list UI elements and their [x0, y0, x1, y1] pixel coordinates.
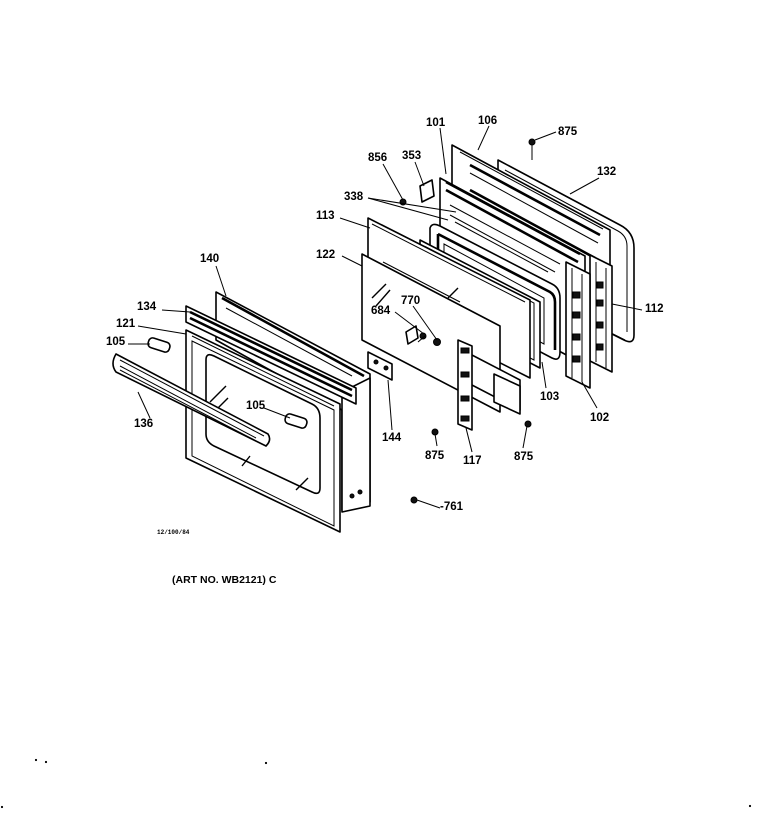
callout-353: 353: [402, 150, 421, 162]
callout-102: 102: [590, 412, 609, 424]
art-number: (ART NO. WB2121) C: [172, 574, 277, 586]
part-117-hinge: [457, 339, 473, 431]
callout-132: 132: [597, 166, 616, 178]
callout-112: 112: [645, 303, 664, 315]
part-136-handle: [112, 353, 271, 447]
callout-684: 684: [371, 305, 391, 317]
callout-106: 106: [478, 115, 497, 127]
callout-134: 134: [137, 301, 157, 313]
part-105-end-caps: [147, 337, 308, 429]
part-112-side-rail: [589, 254, 613, 373]
callout-144: 144: [382, 432, 402, 444]
callout-117: 117: [463, 455, 482, 467]
callout-101: 101: [426, 117, 446, 129]
callout-856: 856: [368, 152, 387, 164]
callout-875-top: 875: [558, 126, 578, 138]
part-134-trim: [185, 305, 357, 405]
callout-113: 113: [316, 210, 335, 222]
callout-labels: 101 106 875 856 353 132 338 113 122 140 …: [106, 115, 664, 513]
callout-875-bottom-left: 875: [425, 450, 445, 462]
callout-105-left: 105: [106, 336, 126, 348]
part-144-bracket: [367, 351, 393, 381]
callout-122: 122: [316, 249, 335, 261]
baffle-plate: [469, 353, 521, 415]
drawing-code: 12/100/84: [157, 529, 190, 536]
scan-specks: [0, 758, 752, 809]
part-102-side-rail: [565, 261, 591, 389]
callout-121: 121: [116, 318, 136, 330]
callout-136: 136: [134, 418, 153, 430]
callout-875-bottom-right: 875: [514, 451, 534, 463]
callout-338: 338: [344, 191, 364, 203]
callout-140: 140: [200, 253, 219, 265]
callout-770: 770: [401, 295, 420, 307]
callout-761: -761: [440, 501, 464, 513]
callout-103: 103: [540, 391, 559, 403]
callout-105-center: 105: [246, 400, 266, 412]
leader-lines: [128, 125, 643, 509]
